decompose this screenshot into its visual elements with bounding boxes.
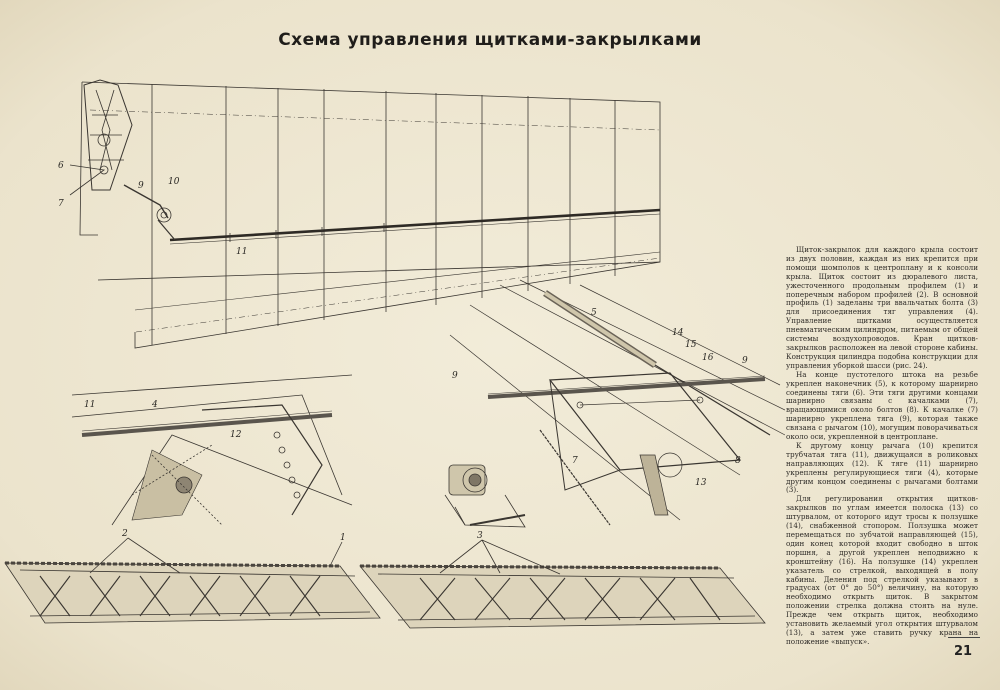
flap-panels-diagram: 2 1 3 <box>4 529 766 629</box>
label-10: 10 <box>168 177 180 187</box>
label-8: 8 <box>735 456 741 466</box>
pneumatic-cylinder-linkage-diagram: 5 14 15 16 9 9 7 8 13 <box>449 279 785 526</box>
label-12-detail: 12 <box>230 430 242 440</box>
label-1: 1 <box>340 533 346 543</box>
label-11-detail: 11 <box>84 400 95 410</box>
label-2: 2 <box>121 529 128 539</box>
page-number: 21 <box>954 644 973 659</box>
label-14: 14 <box>672 328 684 338</box>
page-title: Схема управления щитками-закрылками <box>278 30 702 50</box>
roller-bracket-detail <box>444 464 526 528</box>
label-15: 15 <box>685 340 697 350</box>
paragraph: Для регулирования открытия щитков-закрыл… <box>786 494 978 646</box>
label-7-right: 7 <box>572 456 578 466</box>
paragraph: К другому концу рычага (10) крепится тру… <box>786 440 978 495</box>
description-text: Щиток-закрылок для каждого крыла состоит… <box>786 245 978 647</box>
label-9-right: 9 <box>742 356 748 366</box>
label-6: 6 <box>58 161 64 171</box>
label-3: 3 <box>477 531 483 541</box>
roller-guide-detail: 11 4 12 <box>72 374 353 526</box>
label-7: 7 <box>58 199 64 209</box>
wing-planform-diagram: 6 7 9 10 11 <box>58 79 661 349</box>
label-4-detail: 4 <box>151 400 158 410</box>
label-16: 16 <box>702 353 714 363</box>
label-9-left: 9 <box>452 371 458 381</box>
paragraph: Щиток-закрылок для каждого крыла состоит… <box>786 245 978 370</box>
label-13: 13 <box>695 478 707 488</box>
label-11: 11 <box>236 247 247 257</box>
paragraph: На конце пустотелого штока на резьбе укр… <box>786 369 978 442</box>
page-number-rule <box>948 637 980 638</box>
label-9: 9 <box>138 181 144 191</box>
label-5: 5 <box>591 308 597 318</box>
